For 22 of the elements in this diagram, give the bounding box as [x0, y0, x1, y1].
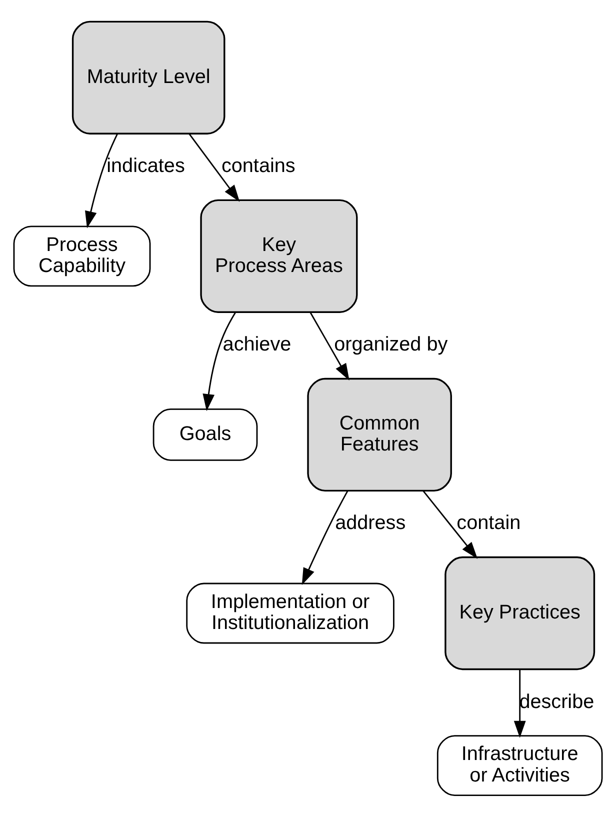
arrow: [514, 670, 526, 738]
edge-label: contains: [221, 155, 296, 178]
edge-label: contain: [456, 512, 521, 534]
arrow: [188, 133, 240, 202]
node-box: Common Features: [307, 378, 452, 492]
edge-label: achieve: [222, 334, 292, 356]
node-box: Goals: [152, 408, 258, 461]
edge-label: indicates: [106, 155, 185, 178]
node-box: Key Process Areas: [200, 199, 358, 313]
node-box: Maturity Level: [72, 20, 226, 134]
arrow: [422, 490, 478, 559]
arrow: [310, 312, 350, 381]
arrow: [85, 134, 118, 228]
node-box: Infrastructure or Activities: [436, 735, 603, 796]
arrow: [302, 490, 348, 586]
edge-label: address: [335, 512, 406, 534]
edge-label: describe: [519, 690, 594, 713]
node-box: Implementation or Institutionalization: [186, 582, 394, 644]
edge-label: organized by: [334, 334, 448, 356]
node-box: Key Practices: [444, 556, 596, 670]
arrow: [202, 312, 236, 412]
node-box: Process Capability: [13, 226, 151, 287]
